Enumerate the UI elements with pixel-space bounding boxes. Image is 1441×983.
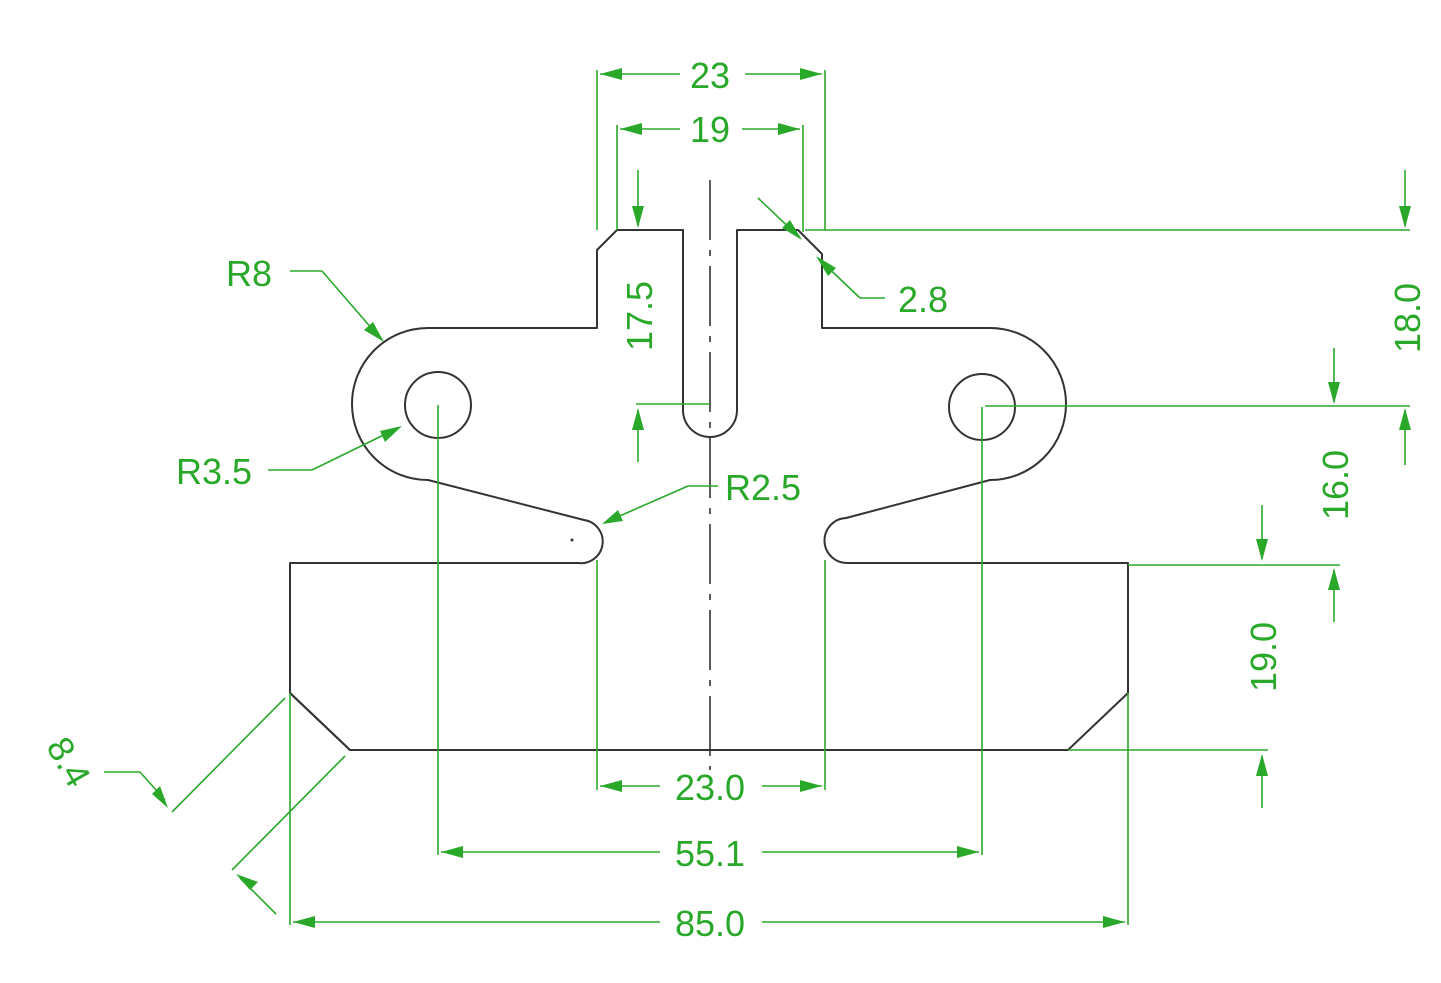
dim-hole-offset: 16.0 bbox=[1315, 450, 1356, 520]
dim-slot-outer-width: 23 bbox=[690, 55, 730, 96]
dim-hole-spacing: 55.1 bbox=[675, 833, 745, 874]
reference-dot bbox=[570, 538, 574, 542]
dimension-geometry bbox=[104, 68, 1411, 928]
dimension-labels: 23 19 17.5 2.8 18.0 16.0 19.0 8.4 23.0 5… bbox=[39, 55, 1428, 944]
dim-slot-depth: 17.5 bbox=[619, 281, 660, 351]
dim-top-height: 18.0 bbox=[1387, 283, 1428, 353]
left-chamfer-edge bbox=[289, 692, 351, 751]
radius-hole: R3.5 bbox=[176, 451, 252, 492]
dim-overall-width: 85.0 bbox=[675, 903, 745, 944]
radius-lobe: R8 bbox=[226, 253, 272, 294]
part-outline bbox=[289, 229, 1129, 751]
dim-neck-width: 23.0 bbox=[675, 767, 745, 808]
dim-chamfer-top: 2.8 bbox=[898, 279, 948, 320]
part-geometry bbox=[289, 180, 1129, 770]
dim-base-height: 19.0 bbox=[1243, 622, 1284, 692]
dim-slot-inner-width: 19 bbox=[690, 109, 730, 150]
radius-notch: R2.5 bbox=[725, 467, 801, 508]
dim-chamfer-base: 8.4 bbox=[39, 730, 100, 794]
